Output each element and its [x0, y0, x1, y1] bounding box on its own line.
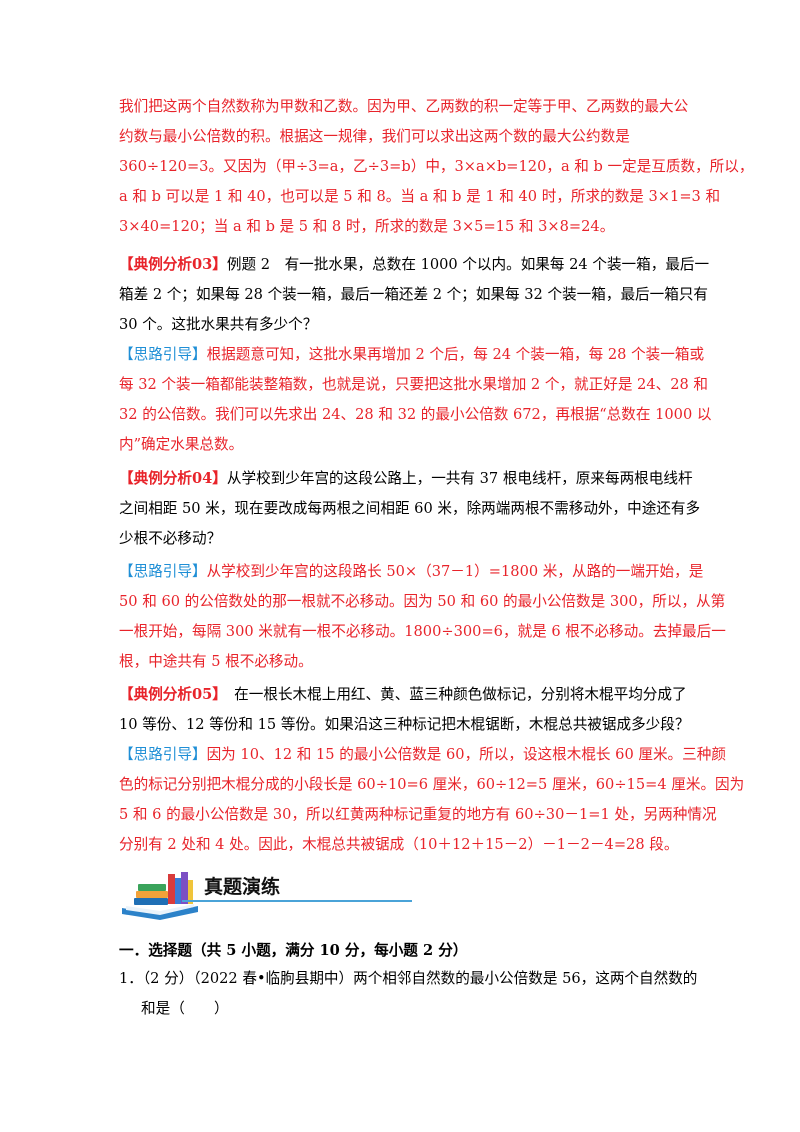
books-icon — [122, 872, 198, 920]
text-line: 3×40=120；当 a 和 b 是 5 和 8 时，所求的数是 3×5=15 … — [119, 218, 615, 235]
text-line: 箱差 2 个；如果每 28 个装一箱，最后一箱还差 2 个；如果每 32 个装一… — [119, 286, 709, 303]
text-line: 色的标记分别把木棍分成的小段长是 60÷10=6 厘米，60÷12=5 厘米，6… — [119, 776, 745, 793]
example-text: 例题 2 有一批水果，总数在 1000 个以内。如果每 24 个装一箱，最后一 — [226, 256, 710, 273]
text-line: 分别有 2 处和 4 处。因此，木棍总共被锯成（10＋12＋15－2）－1－2－… — [119, 836, 679, 853]
text-line: 32 的公倍数。我们可以先求出 24、28 和 32 的最小公倍数 672，再根… — [119, 406, 712, 423]
text-line: 和是（ ） — [141, 1000, 229, 1017]
text-line: 50 和 60 的公倍数处的那一根就不必移动。因为 50 和 60 的最小公倍数… — [119, 593, 726, 610]
text-line: 少根不必移动？ — [119, 530, 222, 547]
question-1: 1．（2 分）（2022 春•临朐县期中）两个相邻自然数的最小公倍数是 56，这… — [119, 964, 698, 1024]
example-03: 【典例分析03】例题 2 有一批水果，总数在 1000 个以内。如果每 24 个… — [119, 250, 709, 340]
example-tag: 【典例分析03】 — [119, 256, 227, 273]
guide-04: 【思路引导】从学校到少年宫的这段路长 50×（37－1）=1800 米，从路的一… — [119, 557, 726, 677]
text-line: 之间相距 50 米，现在要改成每两根之间相距 60 米，除两端两根不需移动外，中… — [119, 500, 701, 517]
text-line: 【思路引导】从学校到少年宫的这段路长 50×（37－1）=1800 米，从路的一… — [119, 557, 703, 587]
text-line: 根，中途共有 5 根不必移动。 — [119, 653, 313, 670]
text-line: 每 32 个装一箱都能装整箱数，也就是说，只要把这批水果增加 2 个，就正好是 … — [119, 376, 709, 393]
guide-tag: 【思路引导】 — [119, 746, 207, 763]
section-heading: 一．选择题（共 5 小题，满分 10 分，每小题 2 分） — [119, 942, 468, 959]
example-text: 在一根长木棍上用红、黄、蓝三种颜色做标记，分别将木棍平均分成了 — [219, 686, 687, 703]
example-04: 【典例分析04】从学校到少年宫的这段公路上，一共有 37 根电线杆，原来每两根电… — [119, 464, 701, 554]
text-line: 30 个。这批水果共有多少个？ — [119, 316, 318, 333]
guide-03: 【思路引导】根据题意可知，这批水果再增加 2 个后，每 24 个装一箱，每 28… — [119, 340, 712, 460]
example-tag: 【典例分析04】 — [119, 470, 227, 487]
guide-text: 根据题意可知，这批水果再增加 2 个后，每 24 个装一箱，每 28 个装一箱或 — [206, 346, 705, 363]
text-line: 我们把这两个自然数称为甲数和乙数。因为甲、乙两数的积一定等于甲、乙两数的最大公 — [119, 98, 689, 115]
text-line: 1．（2 分）（2022 春•临朐县期中）两个相邻自然数的最小公倍数是 56，这… — [119, 970, 698, 987]
text-line: 约数与最小公倍数的积。根据这一规律，我们可以求出这两个数的最大公约数是 — [119, 128, 630, 145]
text-line: 360÷120=3。又因为（甲÷3=a，乙÷3=b）中，3×a×b=120，a … — [119, 158, 754, 175]
text-line: 5 和 6 的最小公倍数是 30，所以红黄两种标记重复的地方有 60÷30－1=… — [119, 806, 717, 823]
guide-tag: 【思路引导】 — [119, 346, 207, 363]
guide-05: 【思路引导】因为 10、12 和 15 的最小公倍数是 60，所以，设这根木棍长… — [119, 740, 745, 860]
guide-text: 因为 10、12 和 15 的最小公倍数是 60，所以，设这根木棍长 60 厘米… — [206, 746, 726, 763]
section-banner: 真题演练 — [120, 868, 420, 920]
solution-paragraph-02: 我们把这两个自然数称为甲数和乙数。因为甲、乙两数的积一定等于甲、乙两数的最大公 … — [119, 92, 754, 242]
text-line: 10 等份、12 等份和 15 等份。如果沿这三种标记把木棍锯断，木棍总共被锯成… — [119, 716, 690, 733]
text-line: a 和 b 可以是 1 和 40，也可以是 5 和 8。当 a 和 b 是 1 … — [119, 188, 721, 205]
example-tag: 【典例分析05】 — [119, 686, 220, 703]
text-line: 【典例分析05】 在一根长木棍上用红、黄、蓝三种颜色做标记，分别将木棍平均分成了 — [119, 680, 687, 710]
text-line: 【典例分析04】从学校到少年宫的这段公路上，一共有 37 根电线杆，原来每两根电… — [119, 464, 693, 494]
example-text: 从学校到少年宫的这段公路上，一共有 37 根电线杆，原来每两根电线杆 — [226, 470, 693, 487]
guide-tag: 【思路引导】 — [119, 563, 207, 580]
text-line: 内”确定水果总数。 — [119, 436, 244, 453]
text-line: 【典例分析03】例题 2 有一批水果，总数在 1000 个以内。如果每 24 个… — [119, 250, 709, 280]
banner-title: 真题演练 — [204, 876, 281, 898]
text-line: 【思路引导】因为 10、12 和 15 的最小公倍数是 60，所以，设这根木棍长… — [119, 740, 726, 770]
banner-underline — [182, 900, 412, 902]
text-line: 【思路引导】根据题意可知，这批水果再增加 2 个后，每 24 个装一箱，每 28… — [119, 340, 704, 370]
guide-text: 从学校到少年宫的这段路长 50×（37－1）=1800 米，从路的一端开始，是 — [206, 563, 704, 580]
text-line: 一根开始，每隔 300 米就有一根不必移动。1800÷300=6，就是 6 根不… — [119, 623, 726, 640]
example-05: 【典例分析05】 在一根长木棍上用红、黄、蓝三种颜色做标记，分别将木棍平均分成了… — [119, 680, 690, 740]
